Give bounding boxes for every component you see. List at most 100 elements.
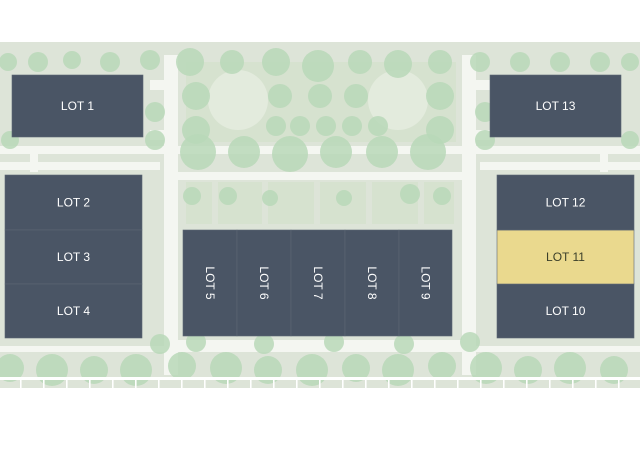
tree: [348, 50, 372, 74]
tree: [342, 116, 362, 136]
footpath: [178, 172, 462, 180]
tree: [590, 52, 610, 72]
lot-13[interactable]: LOT 13: [489, 74, 622, 138]
lot-8-parcel[interactable]: [344, 229, 400, 337]
fence-post: [319, 378, 321, 420]
tree: [394, 334, 414, 354]
fence-post: [526, 378, 528, 420]
tree: [0, 354, 24, 382]
fence-post: [273, 378, 275, 420]
fence-post: [457, 378, 459, 420]
fence-post: [388, 378, 390, 420]
lot-1-parcel[interactable]: [11, 74, 144, 138]
fence-post: [549, 378, 551, 420]
fence-post: [158, 378, 160, 420]
footpath: [0, 346, 640, 352]
lot-7-parcel[interactable]: [290, 229, 346, 337]
tree: [272, 136, 308, 172]
tree: [428, 352, 456, 380]
tree: [460, 332, 480, 352]
tree: [182, 82, 210, 110]
fence-post: [411, 378, 413, 420]
tree: [426, 82, 454, 110]
lot-2-parcel[interactable]: [4, 174, 143, 231]
lot-4[interactable]: LOT 4: [4, 283, 143, 339]
lot-7[interactable]: LOT 7: [290, 229, 346, 337]
lot-2[interactable]: LOT 2: [4, 174, 143, 231]
lot-11[interactable]: LOT 11: [496, 229, 635, 285]
fence-post: [572, 378, 574, 420]
tree: [266, 116, 286, 136]
lot-12-parcel[interactable]: [496, 174, 635, 231]
footpath: [462, 55, 476, 375]
fence-post: [595, 378, 597, 420]
lot-5[interactable]: LOT 5: [182, 229, 238, 337]
tree: [621, 53, 639, 71]
fence-post: [503, 378, 505, 420]
tree: [308, 84, 332, 108]
lawn-circle: [208, 70, 268, 130]
fence-post: [480, 378, 482, 420]
lot-12-label: LOT 12: [546, 196, 586, 210]
lot-4-parcel[interactable]: [4, 283, 143, 339]
tree: [0, 53, 17, 71]
tree: [320, 136, 352, 168]
fence-post: [135, 378, 137, 420]
tree: [145, 102, 165, 122]
fence-post: [66, 378, 68, 420]
tree: [554, 352, 586, 384]
footpath: [600, 152, 608, 172]
lot-10-label: LOT 10: [546, 304, 586, 318]
lot-12[interactable]: LOT 12: [496, 174, 635, 231]
lot-9[interactable]: LOT 9: [398, 229, 453, 337]
tree: [342, 354, 370, 382]
tree: [296, 354, 328, 386]
lot-6[interactable]: LOT 6: [236, 229, 292, 337]
lot-5-parcel[interactable]: [182, 229, 238, 337]
footpath: [480, 162, 640, 170]
tree: [550, 52, 570, 72]
fence-post: [204, 378, 206, 420]
lot-9-parcel[interactable]: [398, 229, 453, 337]
lawn-circle: [368, 70, 428, 130]
tree: [433, 187, 451, 205]
lot-3-label: LOT 3: [57, 250, 90, 264]
tree: [344, 84, 368, 108]
lot-10[interactable]: LOT 10: [496, 283, 635, 339]
tree: [262, 190, 278, 206]
tree: [150, 334, 170, 354]
lot-3-parcel[interactable]: [4, 229, 143, 285]
fence-post: [296, 378, 298, 420]
fence-post: [89, 378, 91, 420]
lot-8-label: LOT 8: [365, 266, 379, 299]
footpath: [30, 152, 38, 172]
lot-8[interactable]: LOT 8: [344, 229, 400, 337]
lot-3[interactable]: LOT 3: [4, 229, 143, 285]
picket-fence: [0, 377, 640, 420]
lot-1[interactable]: LOT 1: [11, 74, 144, 138]
tree: [470, 52, 490, 72]
tree: [384, 50, 412, 78]
tree: [302, 50, 334, 82]
lot-11-parcel[interactable]: [496, 229, 635, 285]
tree: [316, 116, 336, 136]
lot-6-parcel[interactable]: [236, 229, 292, 337]
lot-10-parcel[interactable]: [496, 283, 635, 339]
tree: [336, 190, 352, 206]
tree: [183, 187, 201, 205]
tree: [219, 187, 237, 205]
tree: [268, 84, 292, 108]
lot-13-parcel[interactable]: [489, 74, 622, 138]
lot-2-label: LOT 2: [57, 196, 90, 210]
fence-post: [43, 378, 45, 420]
tree: [220, 50, 244, 74]
tree: [180, 134, 216, 170]
lot-1-label: LOT 1: [61, 99, 94, 113]
tree: [262, 48, 290, 76]
lot-5-label: LOT 5: [203, 266, 217, 299]
tree: [621, 131, 639, 149]
tree: [228, 136, 260, 168]
fence-post: [365, 378, 367, 420]
